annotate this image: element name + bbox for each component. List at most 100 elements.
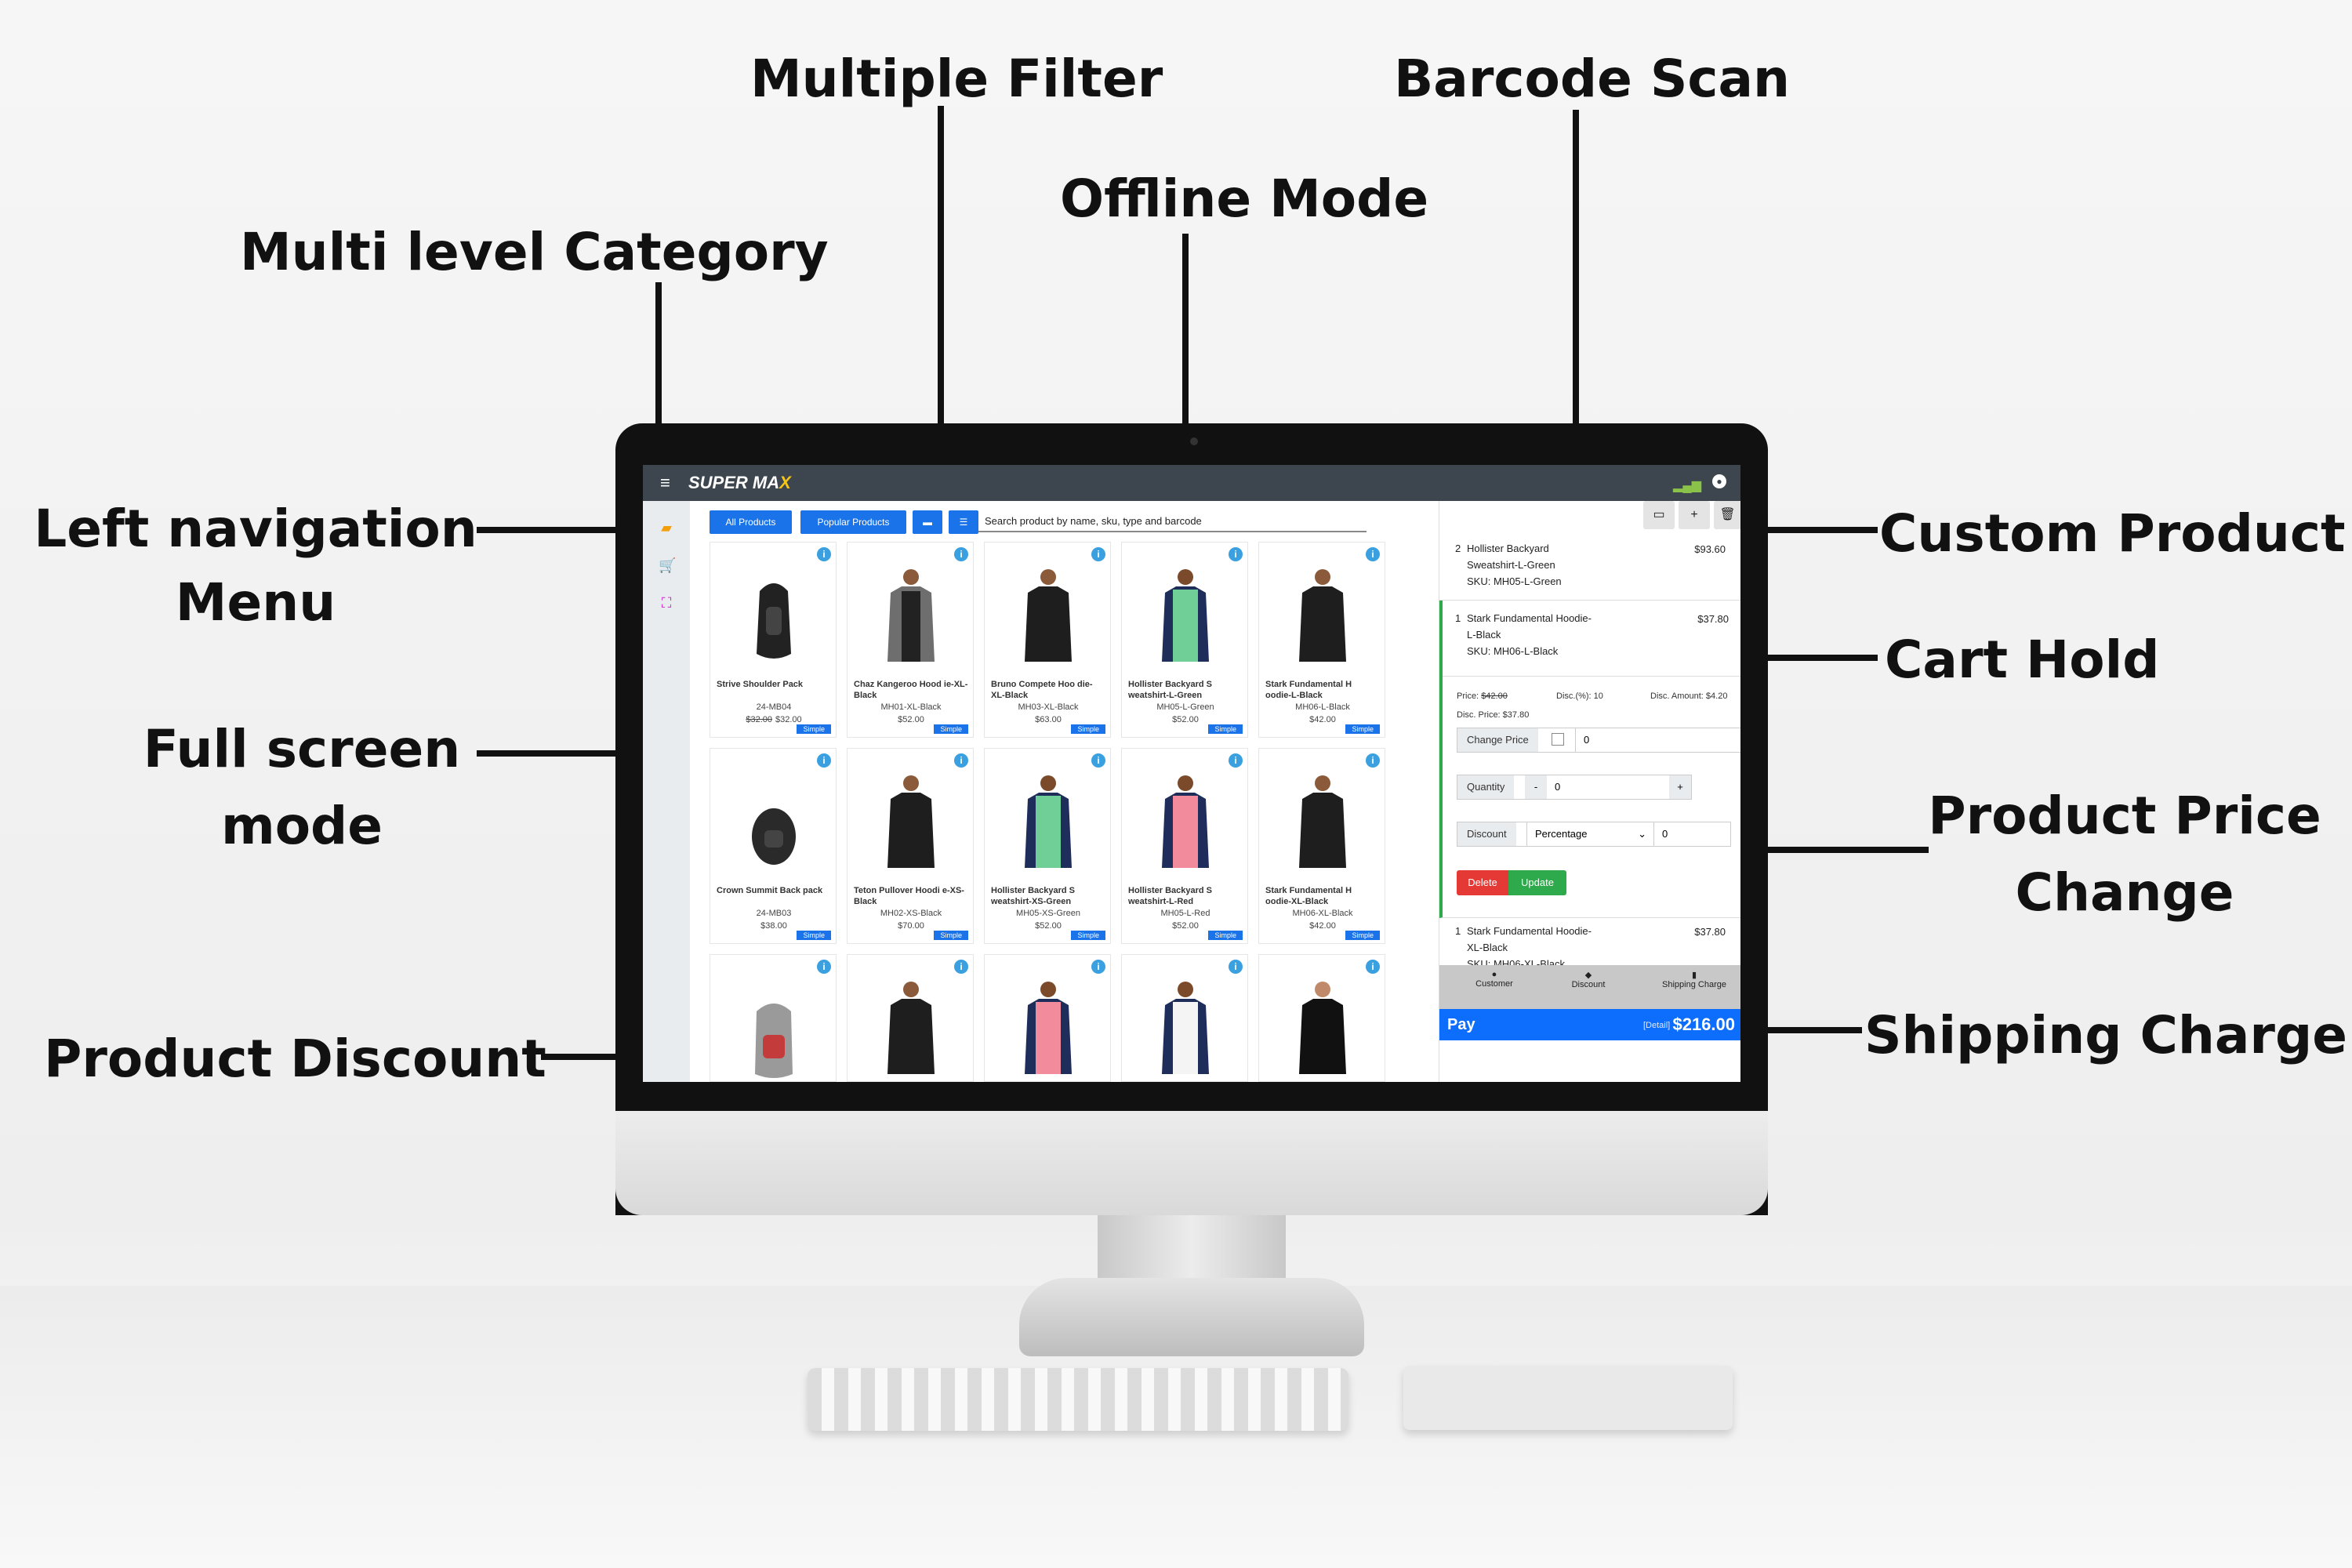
cart-line-item[interactable]: 1 Stark Fundamental Hoodie- XL-Black SKU… xyxy=(1439,918,1740,970)
folder-icon[interactable]: ▬ xyxy=(913,510,942,534)
pay-detail-link[interactable]: [Detail] xyxy=(1643,1021,1671,1030)
product-image xyxy=(880,972,942,1082)
cart-item-qty: 1 xyxy=(1455,925,1461,937)
shipping-charge-button[interactable]: ▮Shipping Charge xyxy=(1651,970,1737,989)
pay-button[interactable]: Pay [Detail] $216.00 xyxy=(1439,1009,1740,1040)
change-price-label: Change Price xyxy=(1457,728,1538,752)
product-area: All Products Popular Products ▬ ☰ Search… xyxy=(690,501,1439,1082)
info-icon[interactable]: i xyxy=(1366,547,1380,561)
change-price-input[interactable]: 0 xyxy=(1575,728,1725,752)
cart-item-name: Hollister Backyard xyxy=(1467,543,1549,554)
info-icon[interactable]: i xyxy=(817,960,831,974)
cart-item-name: Stark Fundamental Hoodie- xyxy=(1467,612,1592,624)
info-icon[interactable]: i xyxy=(817,547,831,561)
list-icon[interactable]: ☰ xyxy=(949,510,978,534)
product-price-value: $52.00 xyxy=(898,715,924,724)
info-icon[interactable]: i xyxy=(1091,960,1105,974)
info-icon[interactable]: i xyxy=(1229,547,1243,561)
monitor-stand-neck xyxy=(1098,1215,1286,1286)
annotation-barcode-scan: Barcode Scan xyxy=(1394,49,1791,109)
info-icon[interactable]: i xyxy=(1366,753,1380,768)
product-price: $52.00 xyxy=(1122,715,1249,724)
pay-total: $216.00 xyxy=(1672,1014,1735,1034)
product-price: $52.00 xyxy=(848,715,975,724)
annotation-left-nav-1: Left navigation xyxy=(34,499,477,559)
product-image xyxy=(880,560,942,677)
customer-button[interactable]: ●Customer xyxy=(1463,970,1526,989)
product-card[interactable]: i xyxy=(984,954,1111,1082)
product-price: $63.00 xyxy=(985,715,1112,724)
info-icon[interactable]: i xyxy=(954,753,968,768)
info-icon[interactable]: i xyxy=(954,547,968,561)
add-custom-product-icon[interactable]: + xyxy=(1679,501,1710,529)
product-image xyxy=(1154,972,1217,1082)
product-sku: 24-MB03 xyxy=(756,909,792,918)
product-image xyxy=(742,560,805,677)
change-price-checkbox[interactable] xyxy=(1552,733,1564,746)
info-icon[interactable]: i xyxy=(1229,960,1243,974)
info-icon[interactable]: i xyxy=(1091,753,1105,768)
product-card[interactable]: i xyxy=(710,954,837,1082)
product-type-badge: Simple xyxy=(1071,931,1105,940)
info-icon[interactable]: i xyxy=(1091,547,1105,561)
search-input[interactable]: Search product by name, sku, type and ba… xyxy=(978,510,1367,532)
product-sku: MH02-XS-Black xyxy=(880,909,942,918)
product-price: $38.00 xyxy=(710,921,837,931)
update-button[interactable]: Update xyxy=(1508,870,1566,895)
product-price-value: $42.00 xyxy=(1309,921,1336,931)
quantity-plus-button[interactable]: + xyxy=(1669,775,1691,799)
discount-value-input[interactable]: 0 xyxy=(1653,822,1733,846)
delete-button[interactable]: Delete xyxy=(1457,870,1508,895)
pay-label: Pay xyxy=(1447,1016,1475,1033)
discount-button[interactable]: ◆Discount xyxy=(1557,970,1620,989)
product-price: $52.00 xyxy=(1122,921,1249,931)
cart-line-item[interactable]: 2 Hollister Backyard Sweatshirt-L-Green … xyxy=(1439,532,1740,601)
annotation-full-screen-1: Full screen xyxy=(143,719,461,779)
annotation-multiple-filter: Multiple Filter xyxy=(750,49,1163,109)
product-price: $70.00 xyxy=(848,921,975,931)
cart-line-item-selected[interactable]: 1 Stark Fundamental Hoodie- L-Black SKU:… xyxy=(1439,601,1740,918)
product-card[interactable]: i xyxy=(1258,954,1385,1082)
cart-hold-icon[interactable]: ▭ xyxy=(1643,501,1675,529)
product-type-badge: Simple xyxy=(1208,724,1243,734)
annotation-cart-hold: Cart Hold xyxy=(1885,630,2160,690)
app-logo: SUPER MAX xyxy=(688,473,791,493)
monitor-stand-foot xyxy=(1019,1278,1364,1356)
all-products-button[interactable]: All Products xyxy=(710,510,792,534)
info-icon[interactable]: i xyxy=(954,960,968,974)
cart-icon[interactable]: 🛒 xyxy=(659,557,677,573)
info-icon[interactable]: i xyxy=(1366,960,1380,974)
info-icon[interactable]: i xyxy=(817,753,831,768)
category-folder-icon[interactable]: ▰ xyxy=(661,520,672,535)
hamburger-menu-icon[interactable]: ≡ xyxy=(660,473,670,492)
product-old-price: $32.00 xyxy=(746,715,772,724)
customer-label: Customer xyxy=(1475,979,1513,989)
user-icon[interactable]: ● xyxy=(1712,474,1726,488)
popular-products-button[interactable]: Popular Products xyxy=(800,510,906,534)
product-name: Hollister Backyard S weatshirt-L-Green xyxy=(1128,680,1212,700)
discount-type-select[interactable]: Percentage ⌄ xyxy=(1526,822,1653,846)
chevron-down-icon: ⌄ xyxy=(1638,828,1646,840)
discount-group: Discount Percentage ⌄ 0 xyxy=(1457,822,1731,847)
product-card[interactable]: i xyxy=(1121,954,1248,1082)
product-card[interactable]: i xyxy=(847,954,974,1082)
product-name: Bruno Compete Hoo die-XL-Black xyxy=(991,680,1093,700)
quantity-minus-button[interactable]: - xyxy=(1525,775,1547,799)
info-icon[interactable]: i xyxy=(1229,753,1243,768)
trash-icon[interactable]: 🗑 xyxy=(1714,501,1740,529)
quantity-input[interactable]: 0 xyxy=(1555,781,1561,793)
product-image xyxy=(1017,766,1080,884)
pointer-line-left-nav xyxy=(477,527,615,533)
signal-icon: ▂▄▆ xyxy=(1673,479,1701,492)
fullscreen-icon[interactable]: ⛶ xyxy=(661,595,672,611)
